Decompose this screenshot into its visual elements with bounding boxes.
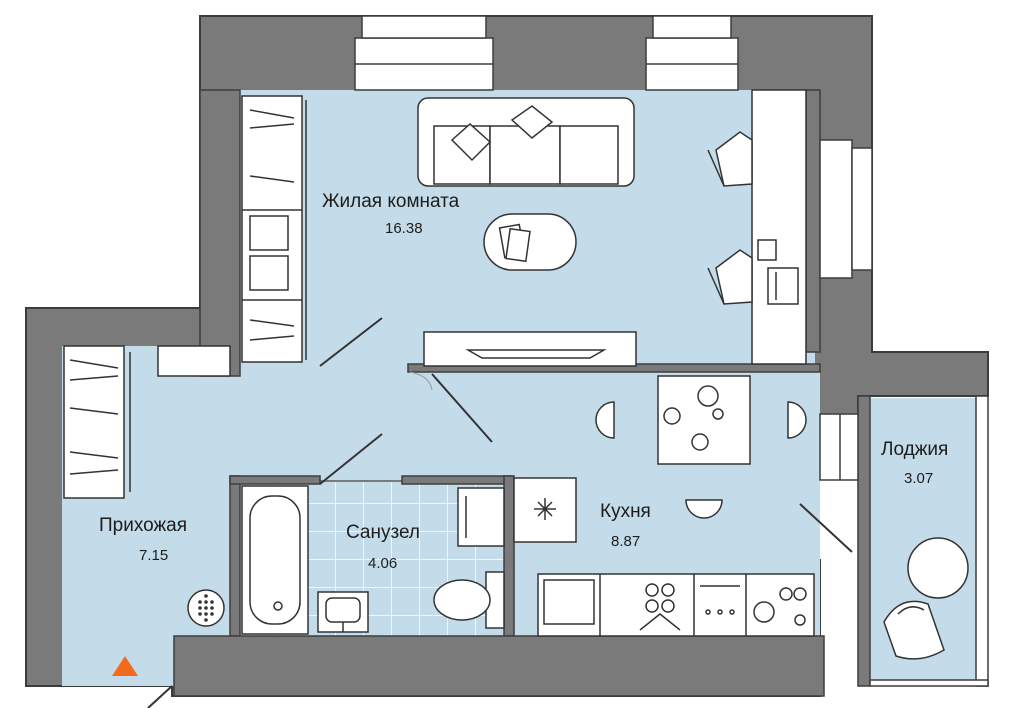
door-living <box>319 317 383 367</box>
dishwasher-icon <box>700 585 740 615</box>
room-area-bath: 4.06 <box>368 555 398 572</box>
fridge-icon <box>513 477 577 543</box>
armchair-icon <box>883 600 945 660</box>
sink-kitchen-icon <box>543 579 595 625</box>
window-kitchen <box>819 413 859 481</box>
loggia-table-icon <box>907 537 969 599</box>
coffee-table-icon <box>483 213 577 271</box>
toilet-icon <box>433 571 505 629</box>
windows <box>354 15 873 481</box>
sofa-icon <box>417 97 635 187</box>
door-loggia <box>799 503 853 553</box>
hall-wardrobe-icon <box>63 345 231 499</box>
doors <box>147 317 853 708</box>
interior-walls <box>173 89 871 697</box>
room-area-hall: 7.15 <box>139 547 169 564</box>
window-living-side <box>819 139 873 279</box>
floor-drain-icon <box>187 589 225 627</box>
door-bath <box>319 433 383 485</box>
washer-icon <box>457 487 505 547</box>
room-area-living: 16.38 <box>385 220 423 237</box>
room-name-loggia: Лоджия <box>881 439 949 460</box>
room-area-loggia: 3.07 <box>904 470 934 487</box>
washing-machine-icon <box>753 587 807 626</box>
laptop-icon <box>757 239 799 305</box>
door-kitchen <box>431 373 493 443</box>
window-living-right <box>645 15 739 91</box>
desk-icon <box>751 89 807 365</box>
room-name-living: Жилая комната <box>322 191 460 212</box>
bathtub-icon <box>241 485 309 635</box>
entry-arrow-icon <box>112 656 138 676</box>
table-icon <box>595 375 807 519</box>
door-entry <box>147 685 173 708</box>
wardrobe-icon <box>241 95 307 363</box>
loggia-glazing <box>869 395 989 687</box>
room-name-bath: Санузел <box>346 522 421 543</box>
tv-stand-icon <box>423 331 637 367</box>
room-name-hall: Прихожая <box>99 515 188 536</box>
room-area-kitchen: 8.87 <box>611 533 641 550</box>
chair-icon <box>707 131 753 305</box>
stove-icon <box>639 583 681 631</box>
window-living-left <box>354 15 494 91</box>
room-name-kitchen: Кухня <box>600 501 651 522</box>
sink-icon <box>317 591 369 633</box>
